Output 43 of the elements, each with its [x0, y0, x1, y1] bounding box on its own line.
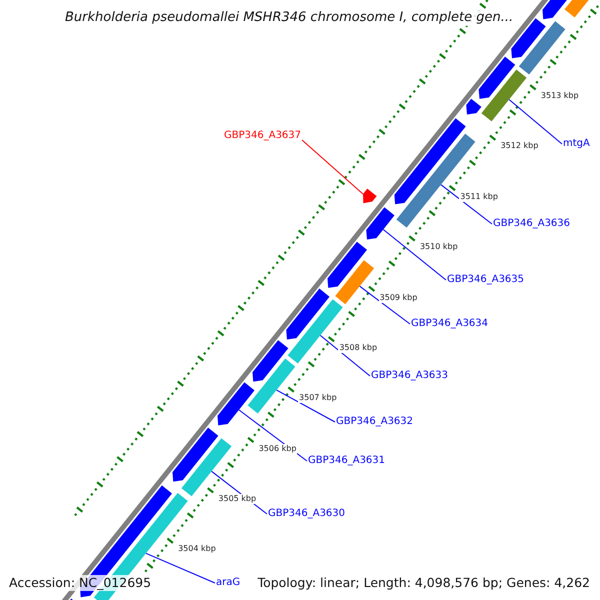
tick-label: 3504 kbp — [177, 544, 217, 554]
leader-line — [320, 334, 370, 376]
gene-label: GBP346_A3637 — [224, 130, 302, 142]
gene-feature — [511, 18, 546, 58]
gene-label: GBP346_A3636 — [493, 218, 570, 230]
gene-label: GBP346_A3630 — [268, 508, 346, 520]
gene-feature — [363, 188, 377, 204]
gene-label: GBP346_A3635 — [447, 274, 524, 286]
gene-feature — [172, 428, 218, 482]
tick-label: 3505 kbp — [217, 494, 258, 504]
gene-label: GBP346_A3634 — [411, 318, 488, 330]
gene-feature — [181, 438, 232, 496]
gene-feature — [218, 382, 254, 426]
tick-label: 3509 kbp — [378, 292, 418, 303]
leader-line — [382, 229, 446, 280]
gene-feature — [335, 260, 374, 304]
gene-label: araG — [216, 577, 240, 589]
gene-feature — [248, 358, 296, 414]
gene-feature — [518, 21, 566, 74]
gene-feature — [481, 70, 527, 122]
gene-feature — [478, 56, 516, 99]
tick-label: 3512 kbp — [500, 141, 540, 152]
leader-line — [508, 99, 562, 144]
leader-line — [302, 140, 364, 195]
gene-feature — [366, 207, 394, 240]
leader-line — [359, 286, 410, 324]
leader-line — [276, 390, 336, 422]
gene-feature — [328, 242, 367, 288]
gene-label: GBP346_A3633 — [371, 370, 448, 382]
tick-label: 3507 kbp — [298, 393, 338, 404]
leader-line — [440, 184, 492, 224]
leader-line — [145, 552, 216, 584]
footer-text: Topology: linear; Length: 4,098,576 bp; Genes: 4,262 — [256, 575, 592, 591]
gene-label: mtgA — [563, 138, 590, 150]
gene-label: GBP346_A3632 — [336, 416, 414, 428]
gene-feature — [286, 288, 330, 340]
tick-label: 3511 kbp — [459, 192, 499, 202]
tick-label: 3508 kbp — [338, 342, 378, 353]
gene-label: GBP346_A3631 — [308, 455, 386, 467]
tick-label: 3506 kbp — [258, 444, 298, 454]
tick-label: 3513 kbp — [540, 91, 580, 102]
tick-label: 3510 kbp — [418, 242, 459, 252]
gene-feature — [252, 340, 288, 382]
